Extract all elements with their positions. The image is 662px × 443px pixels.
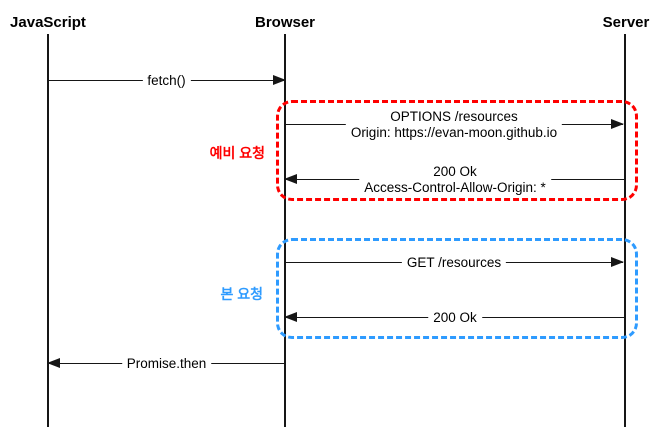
arrowhead-right-icon [611, 119, 624, 129]
message-main-response: 200 Ok [284, 309, 625, 326]
message-options-line2: Origin: https://evan-moon.github.io [350, 124, 558, 140]
message-options-line1: OPTIONS /resources [390, 108, 518, 124]
arrowhead-left-icon [47, 358, 60, 368]
message-options-label: OPTIONS /resources Origin: https://evan-… [345, 108, 563, 141]
message-get-request: GET /resources [285, 254, 624, 271]
message-promise-label: Promise.then [121, 355, 212, 372]
message-main-response-label: 200 Ok [428, 309, 482, 326]
message-preflight-response-label: 200 Ok Access-Control-Allow-Origin: * [359, 163, 551, 196]
main-request-group-label: 본 요청 [220, 286, 263, 302]
message-fetch: fetch() [48, 72, 286, 89]
arrowhead-right-icon [273, 75, 286, 85]
preflight-request-group-box [276, 100, 638, 201]
arrowhead-left-icon [284, 312, 297, 322]
message-options-preflight: OPTIONS /resources Origin: https://evan-… [285, 108, 624, 141]
main-request-group-box [276, 238, 638, 339]
message-get-label: GET /resources [401, 254, 507, 271]
message-preflight-response-line1: 200 Ok [433, 163, 477, 179]
message-promise-then: Promise.then [47, 355, 285, 372]
lifeline-javascript [47, 34, 49, 427]
actor-label-browser: Browser [254, 14, 316, 31]
lifeline-server [624, 34, 626, 427]
message-fetch-label: fetch() [142, 72, 191, 89]
preflight-request-group-label: 예비 요청 [209, 145, 265, 161]
arrowhead-right-icon [611, 257, 624, 267]
arrowhead-left-icon [284, 174, 297, 184]
message-preflight-response: 200 Ok Access-Control-Allow-Origin: * [284, 163, 625, 196]
message-preflight-response-line2: Access-Control-Allow-Origin: * [364, 179, 546, 195]
lifeline-browser [284, 34, 286, 427]
actor-label-javascript: JavaScript [10, 14, 86, 31]
actor-label-server: Server [602, 14, 650, 31]
